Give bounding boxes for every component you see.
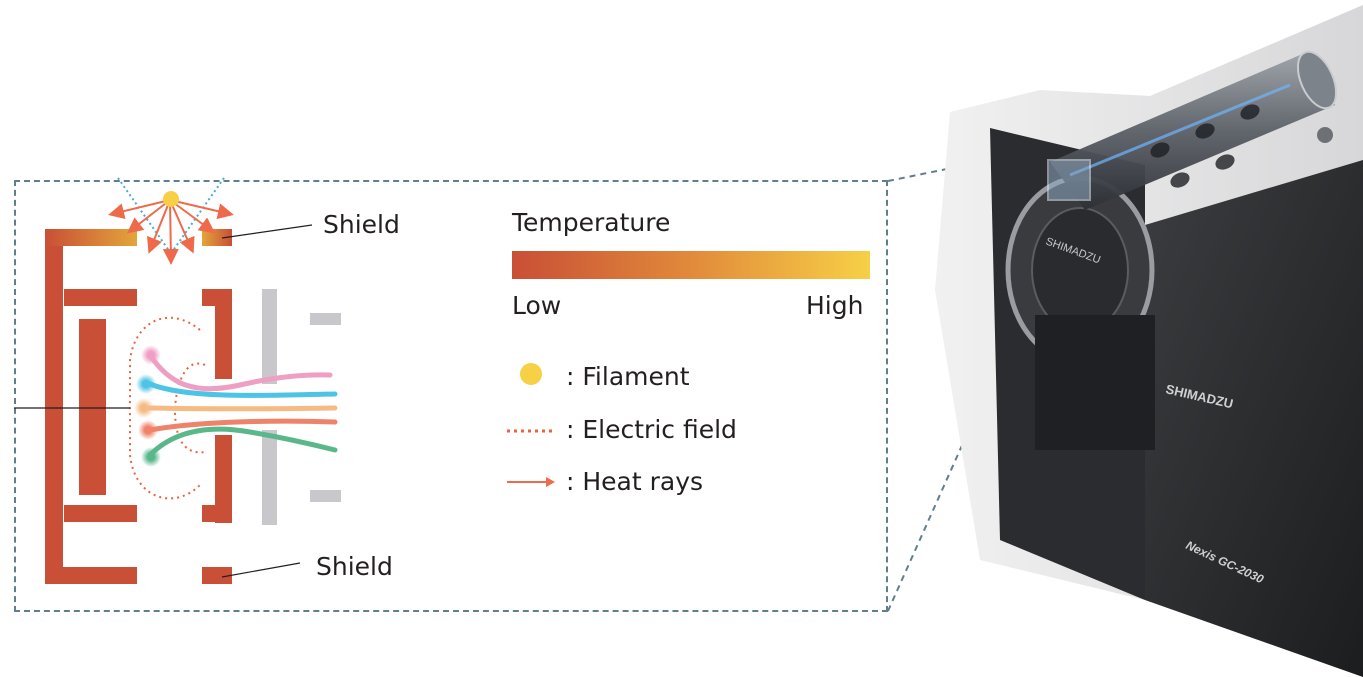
temperature-high-label: High bbox=[806, 291, 864, 320]
temperature-gradient-bar bbox=[512, 251, 870, 279]
legend-heat-rays-label: : Heat rays bbox=[566, 467, 704, 496]
ion-origin-points bbox=[134, 345, 161, 467]
shield-top-label: Shield bbox=[323, 210, 400, 239]
filament-dot bbox=[163, 191, 179, 207]
ion-beams bbox=[147, 352, 338, 458]
ion-chamber bbox=[64, 289, 232, 523]
legend-electric-field-label: : Electric field bbox=[566, 415, 737, 444]
bottom-shield-segment bbox=[202, 567, 232, 584]
legend-filament-icon bbox=[520, 363, 542, 385]
temperature-low-label: Low bbox=[512, 291, 562, 320]
outer-shield bbox=[45, 229, 137, 584]
callout-frame bbox=[14, 180, 888, 612]
lens-electrodes bbox=[262, 289, 341, 525]
pointer-line-shield-bottom bbox=[221, 562, 301, 578]
electric-field-lines bbox=[129, 316, 206, 500]
temperature-title: Temperature bbox=[512, 208, 671, 237]
legend-filament-label: : Filament bbox=[566, 362, 690, 391]
gc-instrument-image: SHIMADZU SHIMADZU Nexis GC-2030 bbox=[935, 5, 1363, 677]
pointer-line-shield-top bbox=[221, 224, 313, 239]
heat-rays bbox=[108, 199, 234, 265]
legend-heat-ray-icon bbox=[507, 477, 555, 487]
shield-bottom-label: Shield bbox=[316, 552, 393, 581]
